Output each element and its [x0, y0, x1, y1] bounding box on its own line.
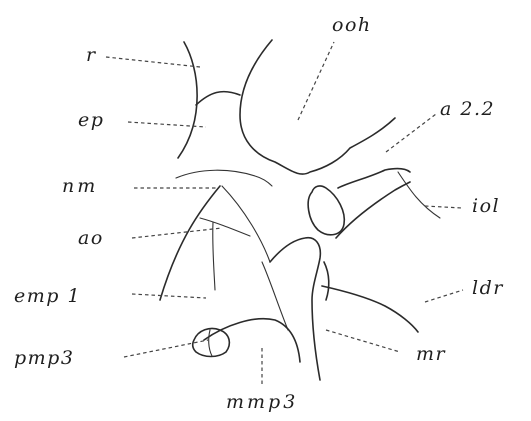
label-ao: ao	[78, 227, 104, 249]
lower-body-right	[324, 262, 329, 300]
lower-body-left	[270, 238, 320, 380]
leader-ooh	[298, 42, 334, 120]
label-a22: a 2.2	[440, 98, 495, 120]
leader-iol	[425, 206, 462, 208]
pmp3-segment-divider	[209, 330, 212, 356]
r-ep-left-outline	[178, 42, 197, 158]
ao-crossline	[200, 218, 250, 236]
emp1-right-edge	[222, 186, 270, 262]
emp1-inner-line	[213, 222, 215, 290]
leader-r	[106, 57, 200, 67]
label-pmp3: pmp3	[14, 347, 74, 369]
leader-mr	[326, 330, 400, 352]
oval-joint	[308, 186, 344, 235]
label-nm: nm	[62, 175, 98, 197]
label-r: r	[86, 44, 97, 66]
leader-pmp3	[124, 340, 208, 357]
label-emp1: emp 1	[14, 285, 81, 307]
upper-right-arm	[338, 169, 410, 188]
label-mr: mr	[416, 343, 447, 365]
nm-arc	[176, 170, 272, 186]
label-ep: ep	[78, 109, 104, 131]
pmp3-segment-outline	[193, 328, 230, 356]
iol-branch	[398, 172, 440, 218]
right-arm-lower-edge	[336, 182, 410, 238]
leader-emp1	[132, 294, 206, 298]
emp1-left-edge	[160, 186, 220, 300]
r-ep-saddle-curve	[196, 92, 240, 105]
label-mmp3: mmp3	[226, 391, 298, 413]
leader-ldr	[425, 290, 463, 302]
ldr-curve	[322, 286, 418, 332]
label-ldr: ldr	[472, 277, 504, 299]
leader-ao	[132, 228, 222, 238]
label-ooh: ooh	[332, 14, 372, 36]
label-iol: iol	[472, 195, 500, 217]
central-mass-outline	[240, 40, 395, 174]
